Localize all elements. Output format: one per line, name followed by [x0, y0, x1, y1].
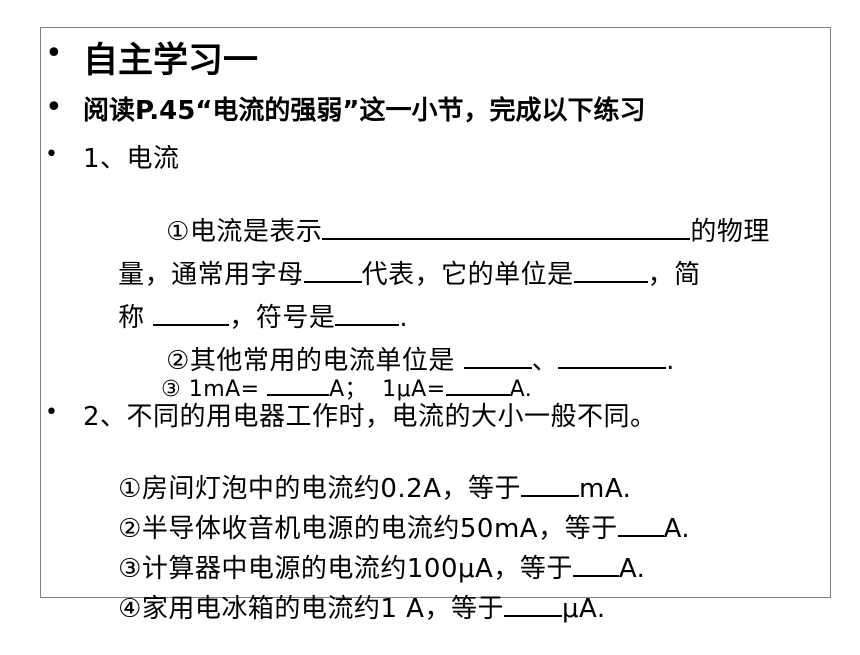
- bullet-section2: •: [45, 400, 58, 425]
- line2-b-text: 代表，它的单位是: [361, 260, 574, 290]
- blank-radio-a[interactable]: [617, 513, 664, 537]
- blank-fridge-ua[interactable]: [503, 593, 562, 617]
- section1-line5: ③ 1mA= A； 1μA= A.: [131, 346, 532, 428]
- blank-calculator-a[interactable]: [572, 553, 619, 577]
- heading-reading-instruction: 阅读P.45“电流的强弱”这一小节，完成以下练习: [83, 96, 646, 126]
- item3-b-text: A.: [618, 554, 646, 584]
- blank-current-meaning[interactable]: [322, 216, 691, 240]
- blank-current-letter[interactable]: [303, 259, 362, 283]
- line2-c-text: ，简: [647, 260, 701, 290]
- line5-a-text: ③ 1mA=: [160, 377, 268, 402]
- line5-b-text: A； 1μA=: [329, 377, 446, 402]
- line1-end-text: 的物理: [690, 217, 770, 247]
- item3-a-text: ③计算器中电源的电流约100μA，等于: [118, 554, 573, 584]
- line3-c-text: .: [399, 303, 409, 333]
- line3-b-text: ，符号是: [229, 303, 336, 333]
- section2-item4: ④家用电冰箱的电流约1 A，等于 μA.: [83, 558, 606, 655]
- item2-b-text: A.: [663, 514, 691, 544]
- blank-other-unit-1[interactable]: [463, 345, 532, 369]
- bullet-heading1: •: [45, 36, 63, 71]
- blank-current-unit[interactable]: [573, 259, 648, 283]
- section2-label: 2、不同的用电器工作时，电流的大小一般不同。: [83, 402, 657, 432]
- line4-a-text: ②其他常用的电流单位是: [166, 346, 464, 376]
- section1-line4: ②其他常用的电流单位是 、.: [131, 310, 675, 407]
- item4-a-text: ④家用电冰箱的电流约1 A，等于: [118, 594, 504, 624]
- line3-a-text: 称: [118, 303, 154, 333]
- bullet-section1: •: [45, 142, 58, 167]
- blank-unit-short-name[interactable]: [153, 302, 230, 326]
- line4-b-text: 、: [531, 346, 559, 376]
- item1-b-text: mA.: [579, 474, 632, 504]
- section1-line1: ①电流是表示 的物理: [131, 181, 770, 278]
- line5-c-text: A.: [509, 377, 533, 402]
- section2-item1: ①房间灯泡中的电流约0.2A，等于 mA.: [83, 438, 631, 535]
- blank-ma-to-a[interactable]: [267, 372, 330, 396]
- bullet-heading2: •: [45, 90, 63, 125]
- item4-b-text: μA.: [561, 594, 606, 624]
- item1-a-text: ①房间灯泡中的电流约0.2A，等于: [118, 474, 522, 504]
- blank-other-unit-2[interactable]: [558, 345, 667, 369]
- blank-unit-symbol[interactable]: [335, 302, 400, 326]
- section1-label: 1、电流: [83, 144, 180, 174]
- section2-item2: ②半导体收音机电源的电流约50mA，等于 A.: [83, 478, 690, 575]
- blank-bulb-ma[interactable]: [521, 473, 580, 497]
- slide-content-box: • 自主学习一 • 阅读P.45“电流的强弱”这一小节，完成以下练习 • 1、电…: [40, 27, 831, 624]
- section1-line3: 称 ，符号是.: [83, 267, 408, 364]
- heading-self-study: 自主学习一: [83, 41, 259, 81]
- line4-c-text: .: [666, 346, 675, 376]
- line2-a-text: 量，通常用字母: [118, 260, 304, 290]
- section1-line2: 量，通常用字母 代表，它的单位是 ，简: [83, 224, 701, 321]
- item2-a-text: ②半导体收音机电源的电流约50mA，等于: [118, 514, 618, 544]
- line1-start-text: ①电流是表示: [166, 217, 323, 247]
- section2-item3: ③计算器中电源的电流约100μA，等于 A.: [83, 518, 645, 615]
- blank-ua-to-a[interactable]: [445, 372, 510, 396]
